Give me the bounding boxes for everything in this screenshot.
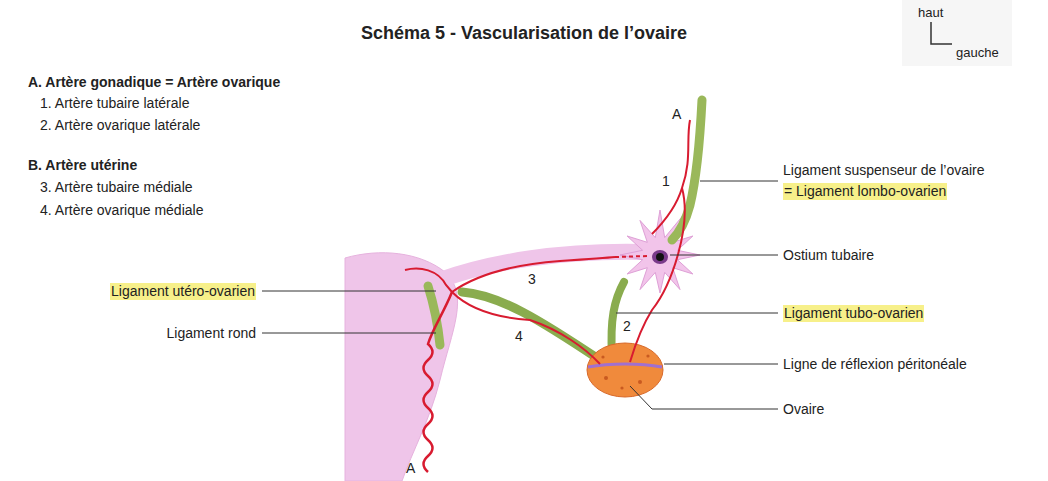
legend-heading: B. Artère utérine [28, 157, 137, 174]
leader-line [700, 181, 778, 182]
uterine-artery [424, 292, 453, 472]
ovary-spot [646, 354, 649, 357]
part-label: Ligne de réflexion péritonéale [783, 356, 967, 373]
ovary-spot [620, 386, 623, 389]
part-label: Ligament tubo-ovarien [783, 305, 924, 322]
lateral-ovarian-artery [630, 188, 685, 362]
medial-ovarian-artery [452, 292, 600, 364]
leader-line [262, 333, 436, 334]
orientation-label: haut [918, 4, 943, 21]
ostium [652, 250, 668, 264]
part-label: Ostium tubaire [783, 247, 874, 264]
callout-number: 2 [623, 318, 631, 335]
part-label: Ligament suspenseur de l’ovaire [783, 162, 985, 179]
orientation-label: gauche [956, 44, 999, 61]
leader-line [616, 313, 778, 314]
ovary-spot [604, 376, 608, 380]
legend-heading: A. Artère gonadique = Artère ovarique [28, 74, 280, 91]
part-label: Ovaire [783, 401, 824, 418]
leader-line [670, 255, 778, 256]
callout-number: 1 [662, 173, 670, 190]
ovary-spot [601, 355, 604, 358]
ostium-center [656, 253, 664, 261]
legend-item: 3. Artère tubaire médiale [40, 179, 193, 196]
medial-tubal-artery [452, 257, 615, 292]
callout-letter: A [672, 106, 681, 123]
legend-item: 4. Artère ovarique médiale [40, 202, 203, 219]
callout-letter: A [406, 460, 415, 477]
leader-line [664, 364, 778, 365]
diagram-title: Schéma 5 - Vascularisation de l’ovaire [361, 22, 687, 44]
legend-item: 2. Artère ovarique latérale [40, 117, 200, 134]
legend-item: 1. Artère tubaire latérale [40, 95, 189, 112]
utero-ovarian-ligament [462, 292, 600, 360]
ovary [587, 343, 663, 397]
leader-line [630, 386, 778, 409]
part-label: Ligament utéro-ovarien [110, 283, 256, 300]
orientation-axes [931, 22, 952, 44]
part-label: Ligament rond [166, 325, 256, 342]
uterine-artery-loop [405, 269, 452, 292]
orientation-panel [902, 0, 1012, 66]
callout-number: 4 [515, 328, 523, 345]
part-label: = Ligament lombo-ovarien [783, 183, 947, 200]
callout-number: 3 [528, 271, 536, 288]
uterine-tube [440, 252, 645, 280]
medial-tubal-artery-end [615, 256, 648, 257]
leader-line [262, 291, 436, 292]
ovary-spot [638, 380, 642, 384]
